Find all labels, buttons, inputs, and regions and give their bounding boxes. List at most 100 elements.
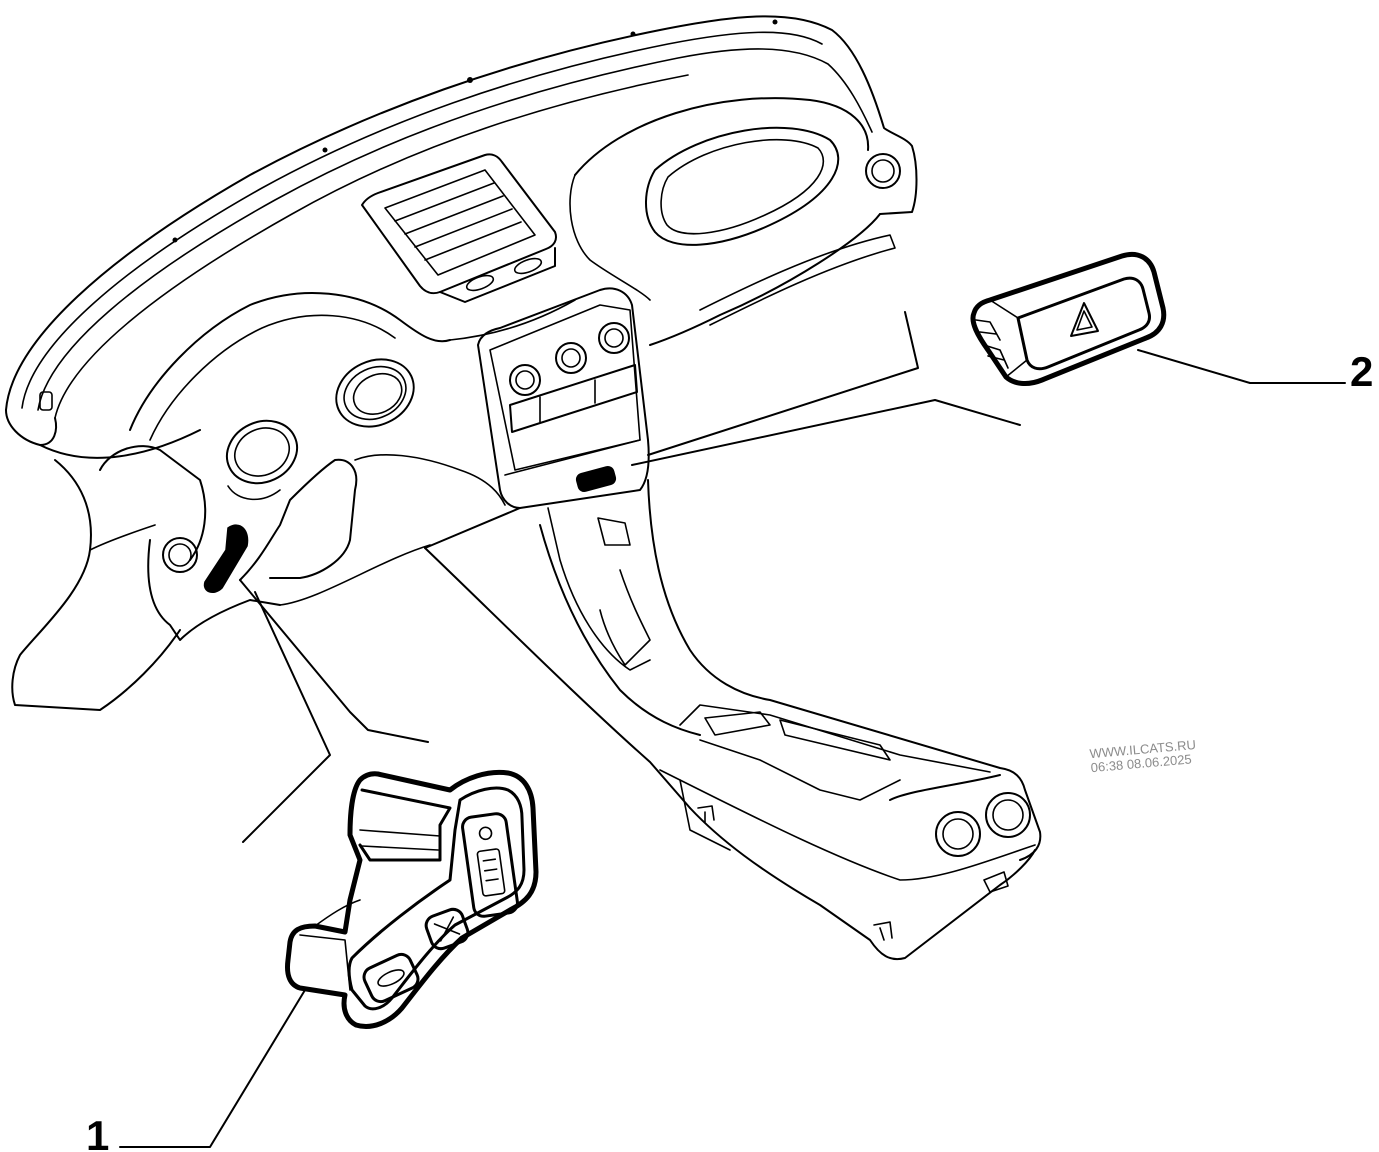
gauge-ring-outer xyxy=(335,358,415,428)
heater-knob-center xyxy=(604,328,624,348)
gauge-ring-inner xyxy=(234,427,290,477)
steering-column-cover xyxy=(147,539,281,641)
lower-left-panel xyxy=(11,459,181,711)
connector-ribs xyxy=(359,829,441,851)
dimmer-slider-ticks xyxy=(482,858,499,882)
hazard-triangle-icon xyxy=(1070,302,1099,337)
center-vent-outer xyxy=(361,153,557,295)
center-vent-inner xyxy=(384,169,536,276)
heater-knob xyxy=(555,342,587,374)
leader-module-lower xyxy=(242,591,331,843)
under-center-line xyxy=(354,454,506,506)
dashboard-top-strip-2 xyxy=(37,48,873,411)
console-bracket xyxy=(873,921,893,941)
console-base-diagonal xyxy=(424,547,691,809)
console-left-side xyxy=(539,524,701,736)
passenger-lower-edge xyxy=(649,213,881,346)
dimmer-slider-track xyxy=(476,848,506,897)
center-stack-outer xyxy=(477,287,650,509)
gauge-ring-outer xyxy=(225,419,299,485)
headlamp-level-button xyxy=(362,952,420,1004)
lower-left-seam xyxy=(89,524,156,551)
fastener-dot xyxy=(772,19,778,25)
passenger-dash-outline xyxy=(574,97,870,176)
switch-module-side xyxy=(299,899,361,991)
fastener-dot xyxy=(172,237,178,243)
fastener-dot xyxy=(467,77,473,83)
dashboard-front-edge xyxy=(39,429,201,459)
console-mid-line xyxy=(659,769,1036,881)
radio-slot-dividers xyxy=(539,379,596,423)
console-front-top xyxy=(424,507,521,549)
console-bin-front xyxy=(704,711,771,736)
console-bin-rear xyxy=(779,719,891,761)
console-rear-face xyxy=(889,774,1001,801)
heater-knob-center xyxy=(561,348,581,368)
hazard-switch-edges xyxy=(989,299,1028,378)
headlamp-level-icon xyxy=(377,969,405,987)
gauge-ring-inner xyxy=(343,365,407,421)
watermark: WWW.ILCATS.RU 06:38 08.06.2025 xyxy=(1089,737,1197,775)
lower-dash xyxy=(11,454,506,711)
hazard-switch-body xyxy=(970,251,1167,387)
hazard-switch-part xyxy=(970,251,1167,387)
right-vent-outer xyxy=(865,153,901,189)
rear-vent-right-inner xyxy=(992,799,1024,831)
heater-knob-center xyxy=(515,370,535,390)
gauge-pod-left xyxy=(225,419,299,485)
switch-module-body xyxy=(285,769,539,1029)
console-right-edge xyxy=(647,479,1042,861)
passenger-side-panel xyxy=(569,174,651,301)
leader-hazard-upper xyxy=(647,311,919,456)
hazard-triangle-inner-icon xyxy=(1076,310,1093,331)
dashboard-left-slot xyxy=(39,391,53,411)
gauge-pod-right xyxy=(335,358,415,428)
mirror-adjust-icon xyxy=(433,916,461,942)
leader-module-upper xyxy=(239,579,429,743)
switch-module-connector xyxy=(358,788,452,862)
callout-label-2[interactable]: 2 xyxy=(1350,348,1373,395)
under-dash-edge xyxy=(279,544,431,606)
rear-vent-left xyxy=(935,811,981,857)
headlamp-level-frame xyxy=(362,952,420,1004)
gauge-face xyxy=(352,372,403,415)
dashboard-top-edge xyxy=(5,15,918,411)
center-vent-knob xyxy=(513,257,543,275)
center-vent-slats xyxy=(394,182,522,261)
switch-module-location xyxy=(203,524,249,593)
gauge-pod-base xyxy=(227,485,281,501)
passenger-side xyxy=(569,97,901,346)
fastener-dot xyxy=(630,31,636,37)
fastener-dot xyxy=(322,147,328,153)
console-rear-top xyxy=(679,704,991,773)
passenger-vent-inner xyxy=(660,138,825,235)
dashboard xyxy=(5,15,918,711)
callout-label-1[interactable]: 1 xyxy=(86,1112,109,1152)
console-base-line xyxy=(679,779,731,851)
left-vent-inner xyxy=(168,543,192,567)
console-clip xyxy=(697,805,715,823)
right-vent-inner xyxy=(871,159,895,183)
rear-vent-right xyxy=(985,792,1031,838)
rear-vent-left-inner xyxy=(942,818,974,850)
dashboard-left-end-cap xyxy=(5,409,58,446)
instrument-hood-outer xyxy=(129,292,451,431)
dimmer-slider xyxy=(461,812,519,918)
left-vent-outer xyxy=(162,537,198,573)
dashboard-front-edge-right xyxy=(449,299,576,341)
console-bottom-edge xyxy=(689,807,1036,960)
gear-lever-base xyxy=(597,517,631,546)
console-tray xyxy=(699,739,901,801)
dimmer-indicator-icon xyxy=(478,826,493,841)
center-stack-lower-line xyxy=(504,439,641,476)
glovebox-line xyxy=(699,234,896,326)
center-console xyxy=(424,479,1042,960)
dashboard-top-strip-1 xyxy=(21,31,823,409)
instrument-hood-inner xyxy=(149,314,396,441)
left-cluster-frame xyxy=(99,445,207,561)
dimmer-slider-frame xyxy=(461,812,519,918)
hazard-switch-pins xyxy=(975,319,1009,369)
passenger-vent-outer xyxy=(645,126,840,246)
callout-2-leader xyxy=(1137,349,1346,384)
